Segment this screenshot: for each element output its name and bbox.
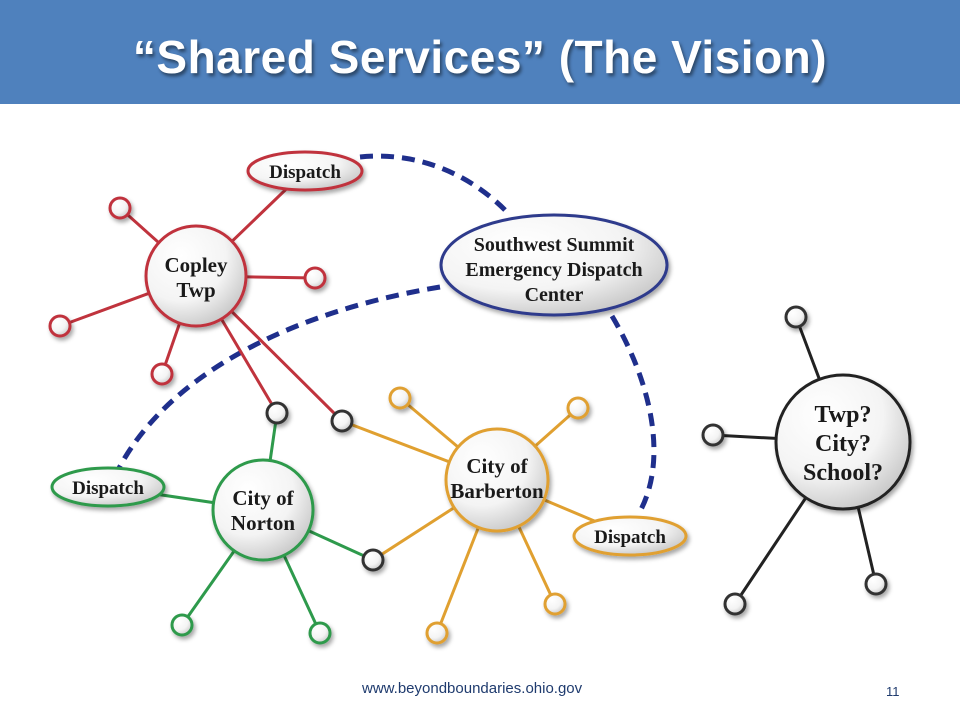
shared-satellites [265, 401, 385, 572]
unknown-label-line-2: City? [815, 431, 871, 457]
barberton-label-line-2: Barberton [450, 479, 544, 503]
unknown-satellites [701, 305, 888, 616]
satellite-node [723, 592, 747, 616]
dispatch-label: Dispatch [594, 527, 666, 548]
satellite-node [543, 592, 567, 616]
barberton-dispatch: Dispatch [572, 515, 688, 557]
center-label-line-3: Center [525, 284, 584, 306]
satellite-node [330, 409, 354, 433]
link-center-to-norton-dispatch [115, 284, 441, 472]
dispatch-label: Dispatch [72, 478, 144, 499]
link-center-to-barberton-dispatch [609, 314, 657, 517]
link-copley-dispatch-to-center [359, 153, 507, 212]
dispatch-label: Dispatch [269, 162, 341, 183]
satellite-node [303, 266, 327, 290]
city-of-norton-node: City of Norton [211, 458, 315, 562]
satellite-node [388, 386, 412, 410]
center-label-line-2: Emergency Dispatch [465, 259, 642, 281]
slide-title: “Shared Services” (The Vision) [132, 31, 828, 83]
copley-label-line-2: Twp [176, 278, 215, 302]
dispatch-center-node: Southwest Summit Emergency Dispatch Cent… [439, 213, 669, 317]
satellite-node [308, 621, 332, 645]
unknown-label-line-3: School? [803, 460, 883, 486]
satellite-node [864, 572, 888, 596]
satellite-node [150, 362, 174, 386]
copley-satellites [48, 196, 327, 386]
unknown-label-line-1: Twp? [815, 402, 872, 428]
satellite-node [108, 196, 132, 220]
slide-number: 11 [886, 684, 900, 699]
norton-label-line-1: City of [232, 486, 294, 510]
satellite-node [566, 396, 590, 420]
norton-label-line-2: Norton [231, 511, 295, 535]
norton-dispatch: Dispatch [50, 466, 166, 508]
city-of-barberton-node: City of Barberton [444, 427, 550, 533]
satellite-node [701, 423, 725, 447]
satellite-node [48, 314, 72, 338]
satellite-node [784, 305, 808, 329]
satellite-node [265, 401, 289, 425]
footer-url: www.beyondboundaries.ohio.gov [362, 680, 583, 697]
norton-satellites [170, 613, 332, 645]
dispatch-links [115, 153, 657, 517]
barberton-satellites [388, 386, 590, 645]
barberton-label-line-1: City of [466, 454, 528, 478]
twp-city-school-node: Twp? City? School? [774, 373, 912, 511]
satellite-node [170, 613, 194, 637]
copley-twp-node: Copley Twp [144, 224, 248, 328]
satellite-node [361, 548, 385, 572]
copley-label-line-1: Copley [165, 253, 229, 277]
copley-dispatch: Dispatch [246, 150, 364, 192]
satellite-node [425, 621, 449, 645]
center-label-line-1: Southwest Summit [474, 234, 635, 256]
title-bar [0, 0, 960, 104]
